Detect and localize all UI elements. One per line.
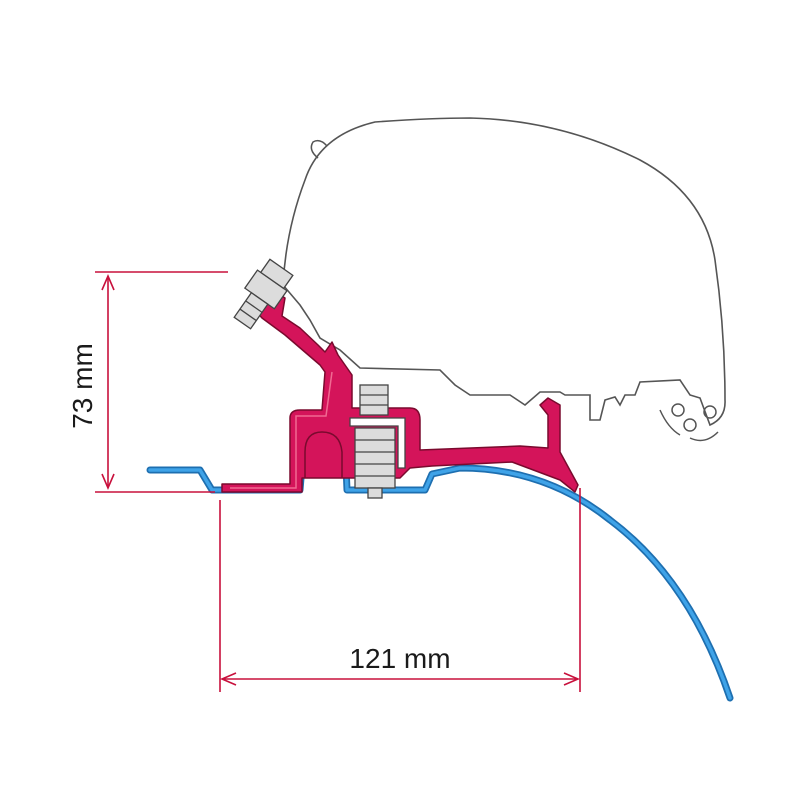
bracket-highlight xyxy=(230,371,333,489)
width-dimension xyxy=(219,488,581,692)
adapter-bracket xyxy=(221,281,579,493)
height-label: 73 mm xyxy=(67,343,98,429)
awning-case-bump xyxy=(310,139,328,159)
height-dimension xyxy=(95,271,228,493)
width-label: 121 mm xyxy=(349,643,450,674)
bolt-clip xyxy=(349,417,406,469)
tilt-bolt xyxy=(233,258,294,330)
center-bolt xyxy=(354,384,396,499)
awning-rail-hooks xyxy=(659,403,719,442)
